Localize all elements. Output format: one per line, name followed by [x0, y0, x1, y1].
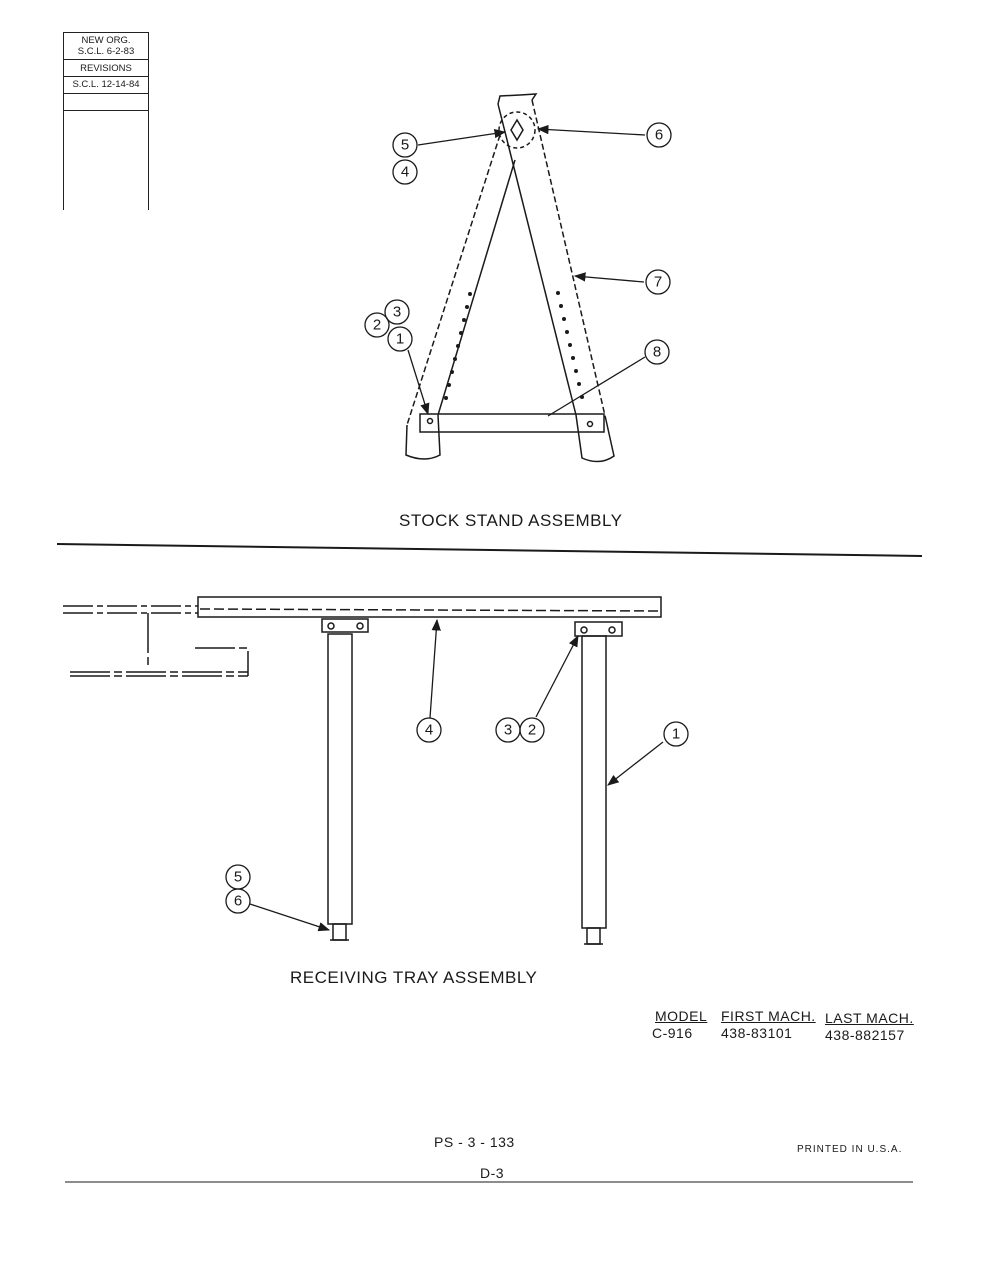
first-mach-value: 438-83101 [721, 1025, 793, 1041]
tray-callout-6 [225, 888, 251, 914]
stand-left-leg-inner [437, 159, 516, 416]
stand-left-foot [405, 414, 441, 460]
tray-callout-4-label: 4 [425, 722, 433, 739]
model-value: C-916 [652, 1025, 693, 1041]
tray-callout-3-label: 3 [504, 722, 512, 739]
tray-extension-left [63, 605, 198, 614]
stand-callout-3-label: 3 [393, 304, 401, 321]
printed-in-usa: PRINTED IN U.S.A. [797, 1144, 903, 1155]
page-number: D-3 [480, 1165, 505, 1181]
stand-crossbar-hole-right [586, 420, 594, 428]
model-header: MODEL [655, 1008, 708, 1024]
revision-divider [64, 110, 148, 111]
stand-callout-4 [392, 159, 418, 185]
revision-date-1: S.C.L. 6-2-83 [77, 46, 135, 57]
stand-adjustment-holes [444, 291, 584, 400]
tray-left-leg-bracket [321, 618, 369, 633]
revision-divider [64, 76, 148, 77]
last-mach-value: 438-882157 [825, 1027, 905, 1043]
tray-callout-1 [663, 721, 689, 747]
tray-left-leveler [332, 923, 347, 941]
tray-leaders [249, 618, 664, 932]
stand-callout-7-label: 7 [654, 274, 662, 291]
stand-callout-1-label: 1 [396, 331, 404, 348]
stand-callout-8-label: 8 [653, 344, 661, 361]
tray-top [197, 596, 662, 618]
stand-callout-4-label: 4 [401, 164, 409, 181]
stand-crossbar [419, 413, 605, 433]
stand-callout-3 [384, 299, 410, 325]
stand-leaders [407, 124, 646, 417]
stand-right-foot [575, 414, 615, 463]
revision-top-border [64, 32, 148, 33]
stock-stand-drawing [405, 93, 615, 463]
stand-callouts [364, 122, 672, 365]
stand-crossbar-hole-left [426, 417, 434, 425]
stand-callout-2 [364, 312, 390, 338]
section-divider [56, 543, 923, 557]
tray-callout-5-label: 5 [234, 869, 242, 886]
stand-callout-7 [645, 269, 671, 295]
tray-callouts [225, 717, 689, 914]
tray-callout-1-label: 1 [672, 726, 680, 743]
revision-block: NEW ORG. S.C.L. 6-2-83 REVISIONS S.C.L. … [63, 32, 149, 210]
tray-hidden-line [199, 608, 661, 612]
tray-callout-6-label: 6 [234, 893, 242, 910]
stand-left-leg-outer [406, 134, 501, 426]
last-mach-header: LAST MACH. [825, 1010, 914, 1026]
stand-right-leg-left [497, 103, 577, 416]
tray-adjacent-part [70, 613, 249, 677]
tray-right-leg [581, 635, 607, 929]
part-number: PS - 3 - 133 [434, 1134, 515, 1150]
tray-callout-2-label: 2 [528, 722, 536, 739]
tray-callout-4 [416, 717, 442, 743]
tray-right-leveler [586, 927, 601, 945]
stand-callout-5 [392, 132, 418, 158]
stand-top-cap [497, 93, 538, 105]
revision-date-2: S.C.L. 12-14-84 [72, 79, 140, 90]
stand-callout-5-label: 5 [401, 137, 409, 154]
revision-divider [64, 93, 148, 94]
revision-divider [64, 59, 148, 60]
stand-callout-2-label: 2 [373, 317, 381, 334]
stand-right-leg-right [531, 99, 607, 421]
tray-left-leg [327, 633, 353, 925]
stand-callout-6-label: 6 [655, 127, 663, 144]
first-mach-header: FIRST MACH. [721, 1008, 816, 1024]
stand-callout-6 [646, 122, 672, 148]
stock-stand-caption: STOCK STAND ASSEMBLY [399, 511, 623, 530]
receiving-tray-drawing [63, 596, 662, 945]
revisions-header: REVISIONS [80, 63, 132, 74]
receiving-tray-caption: RECEIVING TRAY ASSEMBLY [290, 968, 538, 987]
tray-callout-2 [519, 717, 545, 743]
stand-pivot-bolt [510, 118, 524, 142]
stand-callout-8 [644, 339, 670, 365]
stand-callout-1 [387, 326, 413, 352]
revision-new-org: NEW ORG. [81, 35, 131, 46]
